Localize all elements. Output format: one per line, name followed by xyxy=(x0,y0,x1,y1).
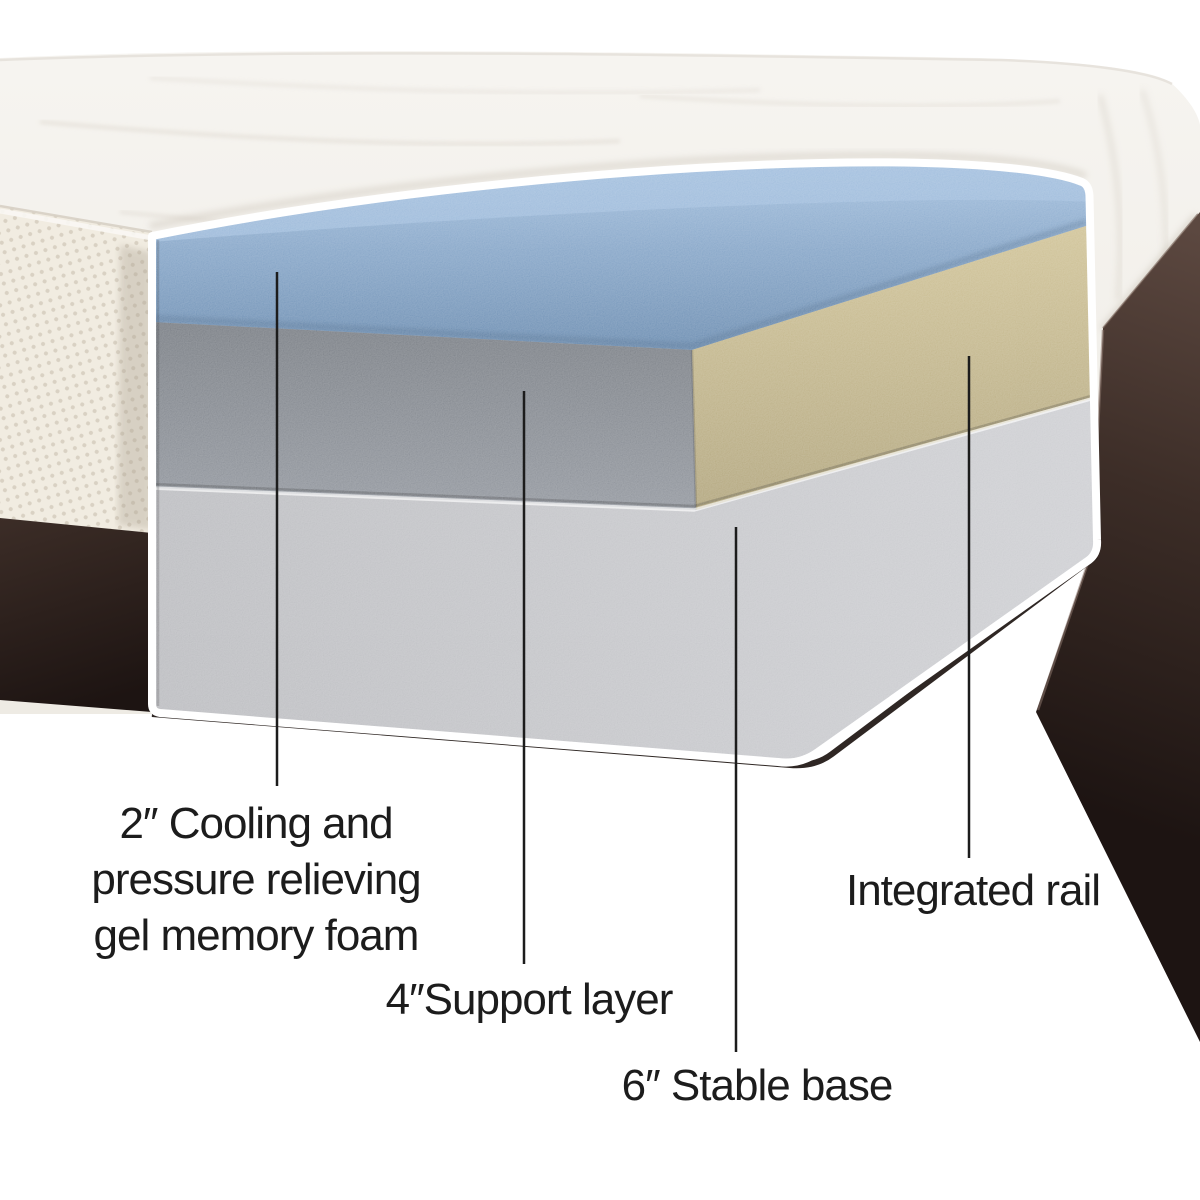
brown-panel-left xyxy=(0,518,152,712)
sheet-wrinkle xyxy=(639,94,1061,108)
side-quilt-panel xyxy=(0,204,153,533)
sheet-wrinkle xyxy=(39,120,621,146)
brown-panel-top-edge xyxy=(1102,213,1199,329)
labels: 2″ Cooling and pressure relieving gel me… xyxy=(91,799,1101,1110)
label-gel-line-2: pressure relieving xyxy=(91,855,420,904)
sheet-top-edge xyxy=(0,52,1173,86)
sheet-wrinkle xyxy=(149,76,761,95)
quilt-dot-texture xyxy=(0,205,152,533)
cut-edge-outline xyxy=(148,158,1102,767)
label-gel-line-1: 2″ Cooling and xyxy=(119,799,392,848)
label-gel-line-3: gel memory foam xyxy=(94,911,419,960)
label-rail: Integrated rail xyxy=(846,866,1100,915)
label-base: 6″ Stable base xyxy=(622,1061,893,1110)
quilt-corner-shade xyxy=(118,245,152,530)
cut-arc-shadow xyxy=(149,152,1088,229)
drape-fold xyxy=(1098,94,1123,301)
label-support: 4″Support layer xyxy=(386,975,673,1024)
brown-panel-right xyxy=(1036,212,1200,1042)
quilt-piping-shadow xyxy=(0,204,153,234)
cutaway-block xyxy=(148,158,1102,767)
quilt-piping-highlight xyxy=(0,208,153,241)
leader-lines xyxy=(275,272,971,1052)
